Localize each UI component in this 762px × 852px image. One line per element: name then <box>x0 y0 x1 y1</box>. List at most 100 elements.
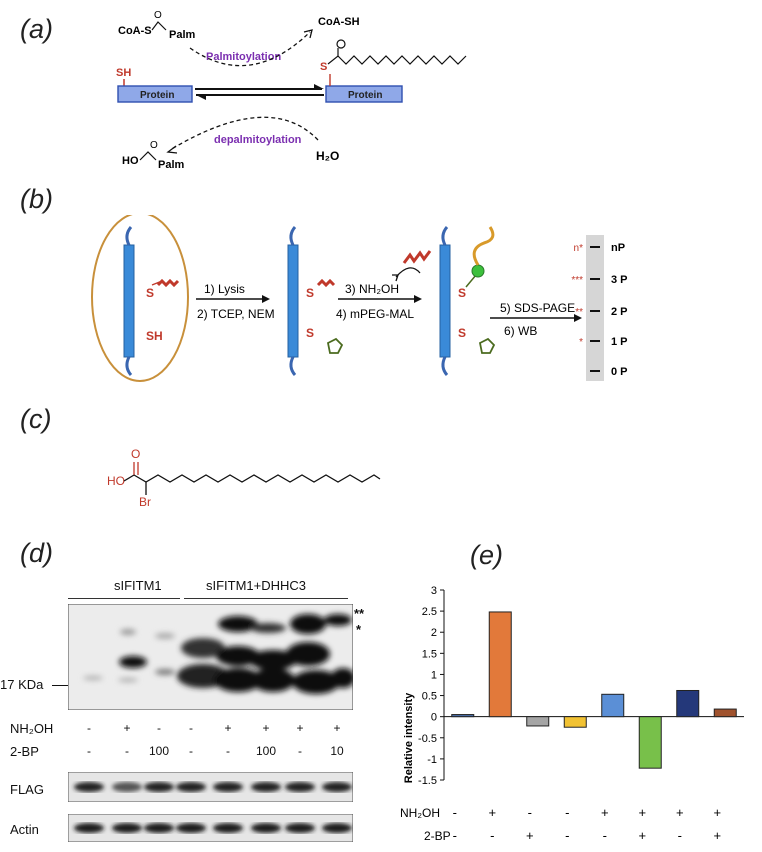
y-tick-label: 3 <box>431 585 437 597</box>
e-2bp-sign: - <box>490 828 494 843</box>
e-nh2oh-sign: + <box>638 805 646 820</box>
ho-label: HO <box>122 155 139 167</box>
s-label-1: S <box>146 286 154 300</box>
protein-box-right <box>325 85 403 103</box>
d-nh2oh-sign: + <box>224 721 232 735</box>
sh-label: SH <box>116 67 131 79</box>
ho-label-c: HO <box>107 474 125 488</box>
actin-band <box>112 823 142 833</box>
y-tick-label: -1.5 <box>418 775 437 787</box>
y-axis-label: Relative intensity <box>403 692 415 783</box>
gel-lane <box>586 235 604 381</box>
panel-b-diagram: S SH 1) Lysis 2) TCEP, NEM S S 3) NH₂OH … <box>91 215 628 382</box>
y-tick-label: 0 <box>431 712 437 724</box>
e-nh2oh-label: NH₂OH <box>400 806 440 820</box>
panel-c-label: (c) <box>20 404 52 434</box>
d-nh2oh-label: NH₂OH <box>10 721 54 736</box>
e-nh2oh-sign: - <box>528 805 532 820</box>
group-2-line <box>184 598 348 599</box>
e-2bp-sign: - <box>603 828 607 843</box>
gel-mark-2: ** <box>575 307 583 318</box>
actin-band <box>144 823 174 833</box>
gel-mark-0: n* <box>574 243 584 254</box>
cell-ellipse <box>91 215 189 382</box>
d-2bp-sign: - <box>87 744 91 758</box>
d-nh2oh-sign: + <box>262 721 270 735</box>
bar <box>601 693 625 718</box>
gel-label-2: 2 P <box>611 306 628 318</box>
panel-b-label: (b) <box>20 184 53 214</box>
s-label: S <box>320 61 327 73</box>
s-label-5: S <box>458 326 466 340</box>
e-nh2oh-sign: + <box>488 805 496 820</box>
bar <box>451 714 475 718</box>
sh-label-b: SH <box>146 329 163 343</box>
y-tick-label: -1 <box>427 754 437 766</box>
actin-band <box>322 823 352 833</box>
s-label-3: S <box>306 326 314 340</box>
y-tick-label: 2 <box>431 627 437 639</box>
bar <box>638 716 662 769</box>
d-2bp-sign: - <box>189 744 193 758</box>
palm-text-2: Palm <box>158 159 185 171</box>
flag-band <box>322 782 352 792</box>
gel-mark-1: *** <box>571 275 583 286</box>
gel-label-4: 0 P <box>611 366 628 378</box>
e-nh2oh-sign: + <box>713 805 721 820</box>
protein-box-left <box>117 85 193 103</box>
d-nh2oh-sign: + <box>333 721 341 735</box>
gel-label-0: nP <box>611 242 625 254</box>
s-label-2: S <box>306 286 314 300</box>
gel-label-3: 1 P <box>611 336 628 348</box>
water-label: H₂O <box>316 149 339 163</box>
e-2bp-sign: - <box>565 828 569 843</box>
flag-blot <box>68 772 353 802</box>
svg-text:O: O <box>154 10 162 21</box>
bar <box>713 708 737 718</box>
d-nh2oh-sign: - <box>87 721 91 735</box>
br-label: Br <box>139 495 151 509</box>
actin-band <box>176 823 206 833</box>
panel-a-diagram: CoA-S O Palm CoA-SH Palmitoylation SH Pr… <box>116 10 467 171</box>
svg-text:Protein: Protein <box>140 90 174 101</box>
panel-a-label: (a) <box>20 14 53 44</box>
y-tick-label: 0.5 <box>422 691 437 703</box>
flag-band <box>285 782 315 792</box>
actin-blot <box>68 814 353 842</box>
e-2bp-sign: + <box>526 828 534 843</box>
actin-label: Actin <box>10 822 39 837</box>
gel-mark-3: * <box>579 337 583 348</box>
d-nh2oh-sign: + <box>296 721 304 735</box>
bar <box>488 611 512 718</box>
e-2bp-sign: + <box>713 828 721 843</box>
depalmitoylation-label: depalmitoylation <box>214 134 302 146</box>
marker-label: 17 KDa <box>0 677 44 692</box>
step-3: 3) NH₂OH <box>345 282 399 296</box>
group-1-label: sIFITM1 <box>114 578 162 593</box>
e-nh2oh-sign: - <box>565 805 569 820</box>
single-star-mark: * <box>356 622 362 637</box>
e-nh2oh-sign: - <box>453 805 457 820</box>
step-6: 6) WB <box>504 324 537 338</box>
double-star-mark: ** <box>354 606 365 621</box>
d-2bp-sign: - <box>125 744 129 758</box>
step-5: 5) SDS-PAGE <box>500 301 575 315</box>
e-2bp-sign: + <box>638 828 646 843</box>
bar <box>526 716 550 727</box>
d-2bp-sign: - <box>226 744 230 758</box>
palm-text-1: Palm <box>169 29 196 41</box>
d-nh2oh-sign: + <box>123 721 131 735</box>
bar <box>563 716 587 728</box>
d-2bp-label: 2-BP <box>10 744 39 759</box>
gel-label-1: 3 P <box>611 274 628 286</box>
y-tick-label: 1 <box>431 669 437 681</box>
step-1: 1) Lysis <box>204 282 245 296</box>
flag-band <box>213 782 243 792</box>
y-tick-label: 1.5 <box>422 648 437 660</box>
actin-band <box>213 823 243 833</box>
d-2bp-sign: - <box>298 744 302 758</box>
marker-tick <box>52 685 68 686</box>
main-blot <box>68 604 353 710</box>
e-2bp-sign: - <box>453 828 457 843</box>
y-tick-label: -0.5 <box>418 733 437 745</box>
